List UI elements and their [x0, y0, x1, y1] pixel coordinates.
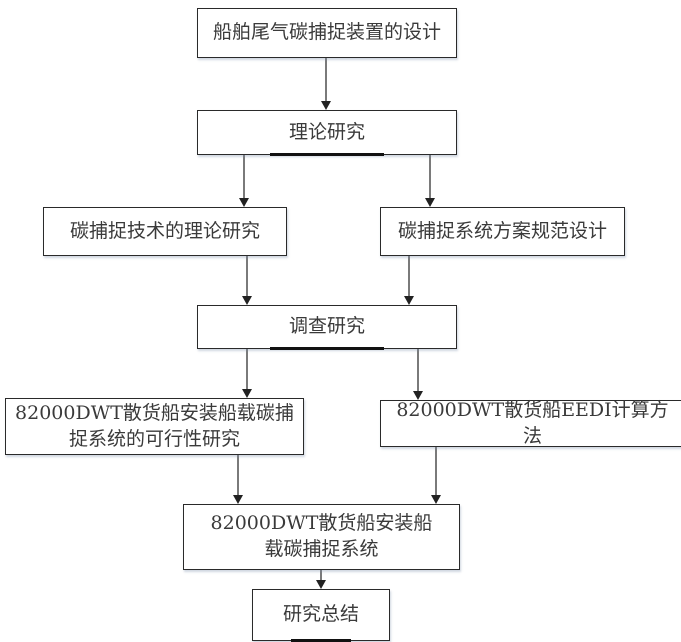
node-label: 理论研究 [288, 120, 365, 143]
node-carbon-capture-theory: 碳捕捉技术的理论研究 [43, 207, 287, 256]
node-label: 调查研究 [288, 315, 365, 338]
node-research-summary: 研究总结 [252, 589, 390, 642]
edge-n3-n5 [242, 256, 252, 305]
node-feasibility-study: 82000DWT散货船安装船载碳捕捉系统的可行性研究 [5, 398, 304, 455]
edge-n2-n3 [239, 155, 249, 207]
edge-n8-n9 [316, 570, 326, 589]
node-label: 82000DWT散货船安装船载碳捕捉系统的可行性研究 [15, 401, 294, 450]
node-label: 船舶尾气碳捕捉装置的设计 [212, 21, 441, 44]
edge-n7-n8 [431, 447, 441, 504]
node-carbon-capture-system-spec: 碳捕捉系统方案规范设计 [380, 207, 625, 256]
node-label: 碳捕捉系统方案规范设计 [397, 219, 607, 242]
node-survey-research: 调查研究 [197, 305, 457, 350]
node-label: 碳捕捉技术的理论研究 [69, 219, 260, 242]
node-eedi-calculation: 82000DWT散货船EEDI计算方法 [380, 398, 681, 447]
node-install-capture-system: 82000DWT散货船安装船载碳捕捉系统 [183, 504, 460, 570]
edge-n1-n2 [321, 58, 331, 110]
edge-n2-n4 [425, 155, 435, 207]
edge-n4-n5 [404, 256, 414, 305]
edge-n5-n7 [413, 349, 423, 400]
node-ship-exhaust-carbon-capture-design: 船舶尾气碳捕捉装置的设计 [197, 8, 457, 58]
node-label: 82000DWT散货船安装船载碳捕捉系统 [210, 512, 433, 560]
node-theoretical-research: 理论研究 [197, 110, 457, 156]
edge-n5-n6 [242, 349, 252, 398]
node-label: 研究总结 [282, 603, 359, 626]
edge-n6-n8 [233, 455, 243, 504]
node-label: 82000DWT散货船EEDI计算方法 [396, 398, 669, 447]
